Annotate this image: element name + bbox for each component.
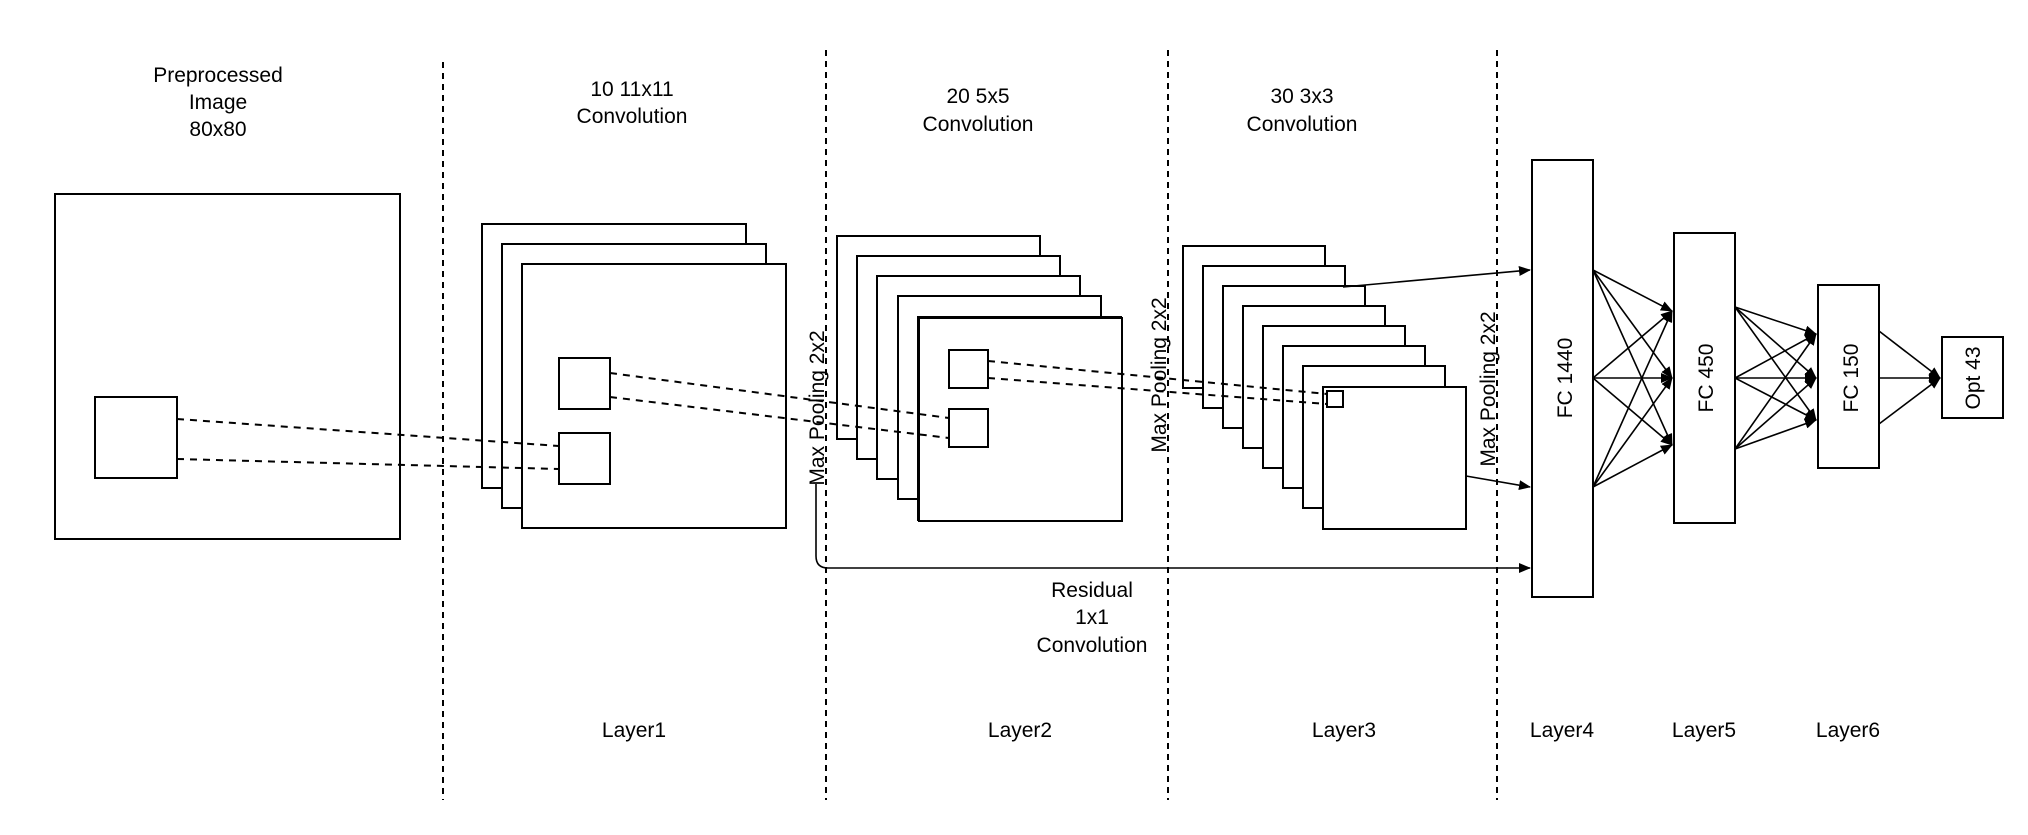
pooling-label-1: Max Pooling 2x2 <box>806 330 829 485</box>
layer1-feature-maps: 10 11x11 Convolution <box>481 78 787 529</box>
layer1-receptive-field-2 <box>558 432 611 485</box>
input-image: Preprocessed Image 80x80 <box>54 64 401 540</box>
connection-layer2-layer3-top <box>987 360 1328 395</box>
opt-43-box <box>1941 336 2004 419</box>
layer-separators <box>442 50 1498 800</box>
layer2-feature-maps: 20 5x5 Convolution <box>836 85 1123 522</box>
input-title-line-2: Image <box>189 91 247 114</box>
residual-arrow <box>815 484 1531 573</box>
pooling-label-2: Max Pooling 2x2 <box>1148 297 1171 452</box>
fc-connections <box>1592 269 1941 488</box>
layer3-feature-maps: 30 3x3 Convolution <box>1182 85 1467 530</box>
edge <box>1734 377 1817 450</box>
edge <box>1734 306 1817 336</box>
layer1-title-line-1: 10 11x11 <box>590 78 673 101</box>
layer2-title-line-2: Convolution <box>923 113 1034 136</box>
edge <box>1734 333 1817 450</box>
edge <box>1734 333 1817 379</box>
edge <box>1592 269 1673 379</box>
connection-layer1-layer2-bottom <box>609 396 950 439</box>
layer1-title-line-2: Convolution <box>577 105 688 128</box>
flatten-arrows <box>1342 266 1531 491</box>
edge <box>1592 377 1673 446</box>
layer3-map-8 <box>1322 386 1467 530</box>
edge <box>1592 269 1673 446</box>
input-title-line-1: Preprocessed <box>153 64 283 87</box>
layer5-label: Layer5 <box>1672 719 1736 742</box>
input-image-frame <box>54 193 401 540</box>
layer4-label: Layer4 <box>1530 719 1595 742</box>
fc-450-label: FC 450 <box>1695 344 1718 413</box>
pooling-label-3: Max Pooling 2x2 <box>1477 311 1500 466</box>
edge <box>1592 444 1673 488</box>
layer1-receptive-field-1 <box>558 357 611 410</box>
flatten-arrow-bottom <box>1465 475 1531 491</box>
layer2-title-line-1: 20 5x5 <box>946 85 1009 108</box>
fc-150-box <box>1817 284 1880 469</box>
layer3-receptive-field <box>1326 390 1344 408</box>
edge <box>1592 377 1673 488</box>
opt-43-label: Opt 43 <box>1962 346 1985 409</box>
connection-layer1-layer2-top <box>609 372 950 419</box>
layer3-title-line-1: 30 3x3 <box>1270 85 1333 108</box>
layer2-receptive-field-1 <box>948 349 989 389</box>
fc-450-box <box>1673 232 1736 524</box>
connection-layer2-layer3-bottom <box>987 377 1328 405</box>
residual-label-line-3: Convolution <box>1037 634 1148 657</box>
input-receptive-field <box>94 396 178 479</box>
residual-label-line-2: 1x1 <box>1075 606 1109 629</box>
connection-input-layer1-bottom <box>176 458 560 470</box>
edge <box>1734 419 1817 450</box>
edge <box>1734 306 1817 379</box>
edge <box>1592 269 1673 312</box>
layer2-label: Layer2 <box>988 719 1052 742</box>
layer2-receptive-field-2 <box>948 408 989 448</box>
layer-labels: Layer1 Layer2 Layer3 Layer4 Layer5 Layer… <box>602 719 1880 742</box>
layer3-label: Layer3 <box>1312 719 1376 742</box>
edge <box>1878 330 1941 379</box>
flatten-arrow-top <box>1342 266 1531 288</box>
fc-150-label: FC 150 <box>1840 344 1863 413</box>
edge <box>1592 310 1673 488</box>
residual-label-line-1: Residual <box>1051 579 1133 602</box>
pooling-labels: Max Pooling 2x2 Max Pooling 2x2 Max Pool… <box>806 297 1500 485</box>
receptive-field-connections <box>176 360 1328 470</box>
edge <box>1734 377 1817 421</box>
edge <box>1878 377 1941 425</box>
layer1-label: Layer1 <box>602 719 666 742</box>
layer3-title-line-2: Convolution <box>1247 113 1358 136</box>
residual-connection: Residual 1x1 Convolution <box>815 484 1531 657</box>
edge <box>1592 310 1673 379</box>
edge <box>1734 306 1817 421</box>
input-title-line-3: 80x80 <box>189 118 246 141</box>
layer6-label: Layer6 <box>1816 719 1880 742</box>
fc-1440-label: FC 1440 <box>1554 338 1577 419</box>
